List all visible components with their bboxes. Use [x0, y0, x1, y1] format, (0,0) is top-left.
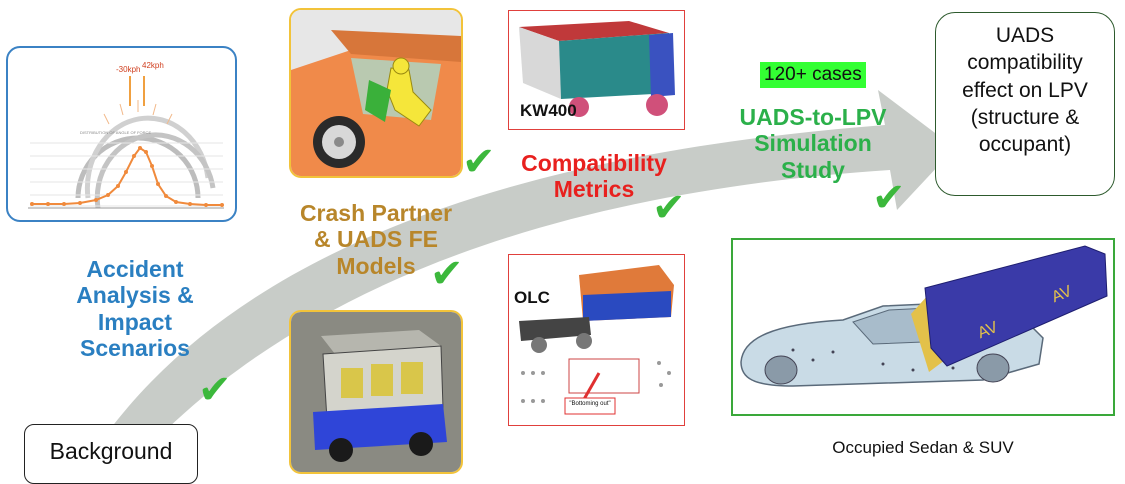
compatibility-effect-box — [935, 12, 1115, 196]
kw400-front-panel — [649, 33, 675, 97]
cases-badge: 120+ cases — [760, 62, 866, 88]
olc-diagram-box — [568, 358, 640, 394]
sedan-occupant-model — [291, 10, 461, 176]
olc-cabin-blue — [583, 291, 671, 321]
compat-label-line-2: Metrics — [553, 176, 635, 203]
accident-label-line-3: Impact — [97, 308, 173, 335]
check-icon-accident: ✔ — [198, 368, 232, 412]
shuttle-wheel-front — [329, 438, 353, 462]
accident-chart-panel: -30kph 42kph DISTRIBUTION OF ANGLE OF FO… — [6, 46, 237, 222]
study-label-line-2: Simulation — [754, 130, 872, 157]
protractor-ticks — [103, 100, 173, 125]
olc-dots — [521, 361, 671, 403]
shuttle-wheel-rear — [409, 432, 433, 456]
crash-partner-label: Crash Partner & UADS FE Models — [270, 200, 482, 279]
compatibility-metrics-label: Compatibility Metrics — [502, 150, 686, 203]
kw400-roof — [519, 21, 669, 41]
sedan-wheel-rear — [976, 353, 1010, 383]
olc-label: OLC — [514, 288, 550, 307]
kw400-wheel-rear — [569, 97, 589, 117]
chart-small-title: DISTRIBUTION OF ANGLE OF FORCE — [80, 130, 151, 135]
distribution-points — [30, 146, 224, 207]
sedan-wheel-hub — [334, 137, 344, 147]
olc-callout-text: "Bottoming out" — [569, 401, 611, 407]
crash-label-line-2: & UADS FE — [314, 226, 438, 253]
distribution-curve — [32, 146, 222, 206]
sedan-suv-caption: Occupied Sedan & SUV — [832, 438, 1014, 457]
kw400-label: KW400 — [520, 101, 577, 120]
effect-line-4: (structure & — [970, 105, 1080, 129]
olc-chassis — [519, 317, 591, 341]
kw400-wheel-front — [646, 94, 668, 116]
progress-arrow-body — [108, 90, 955, 448]
check-icon-study: ✔ — [872, 176, 906, 220]
effect-line-5: occupant) — [978, 133, 1072, 157]
accident-analysis-label: Accident Analysis & Impact Scenarios — [40, 256, 230, 362]
olc-wheel-a — [531, 337, 547, 353]
accident-label-line-4: Scenarios — [80, 335, 190, 362]
kw400-body — [559, 33, 671, 99]
compatibility-effect-text: UADS compatibility effect on LPV (struct… — [935, 22, 1115, 158]
annotation-right: 42kph — [142, 61, 164, 70]
olc-callout-arrow — [581, 372, 601, 402]
olc-vehicle-model — [509, 255, 684, 425]
sedan-suv-panel — [731, 238, 1115, 416]
check-icon-crash-label: ✔ — [430, 252, 464, 296]
uads-shuttle-model — [291, 312, 461, 472]
kw400-side — [519, 27, 561, 99]
accident-label-line-1: Accident — [86, 256, 184, 282]
sedan-wheel-front — [764, 355, 798, 385]
crash-label-line-3: Models — [336, 252, 416, 279]
angle-distribution-chart: -30kph 42kph DISTRIBUTION OF ANGLE OF FO… — [28, 61, 224, 209]
effect-line-2: compatibility — [967, 51, 1083, 75]
check-icon-crash-top: ✔ — [462, 140, 496, 184]
seat-green — [365, 80, 391, 122]
uads-fe-model-image — [289, 310, 463, 474]
simulation-study-label: UADS-to-LPV Simulation Study — [722, 104, 904, 183]
dummy-head — [392, 57, 410, 75]
accident-label-line-2: Analysis & — [76, 282, 194, 309]
sedan-roof — [331, 30, 461, 62]
background-label: Background — [49, 438, 173, 464]
protractor-arcs — [75, 115, 216, 209]
av-body — [924, 245, 1108, 367]
check-icon-compat: ✔ — [652, 186, 686, 230]
crash-label-line-1: Crash Partner — [299, 200, 453, 226]
shuttle-occupants — [341, 362, 423, 398]
olc-callout-box — [564, 397, 616, 415]
annotation-left: -30kph — [116, 65, 140, 74]
olc-wheel-b — [576, 333, 592, 349]
crash-partner-image — [289, 8, 463, 178]
effect-line-1: UADS — [995, 24, 1055, 47]
study-label-line-3: Study — [781, 156, 845, 183]
kw400-panel — [508, 10, 685, 130]
sedan-av-impact-model — [733, 240, 1113, 414]
effect-line-3: effect on LPV — [962, 78, 1088, 102]
kw400-vehicle-model — [509, 11, 684, 129]
study-label-line-1: UADS-to-LPV — [739, 104, 887, 130]
compat-label-line-1: Compatibility — [521, 150, 667, 176]
olc-panel — [508, 254, 685, 426]
